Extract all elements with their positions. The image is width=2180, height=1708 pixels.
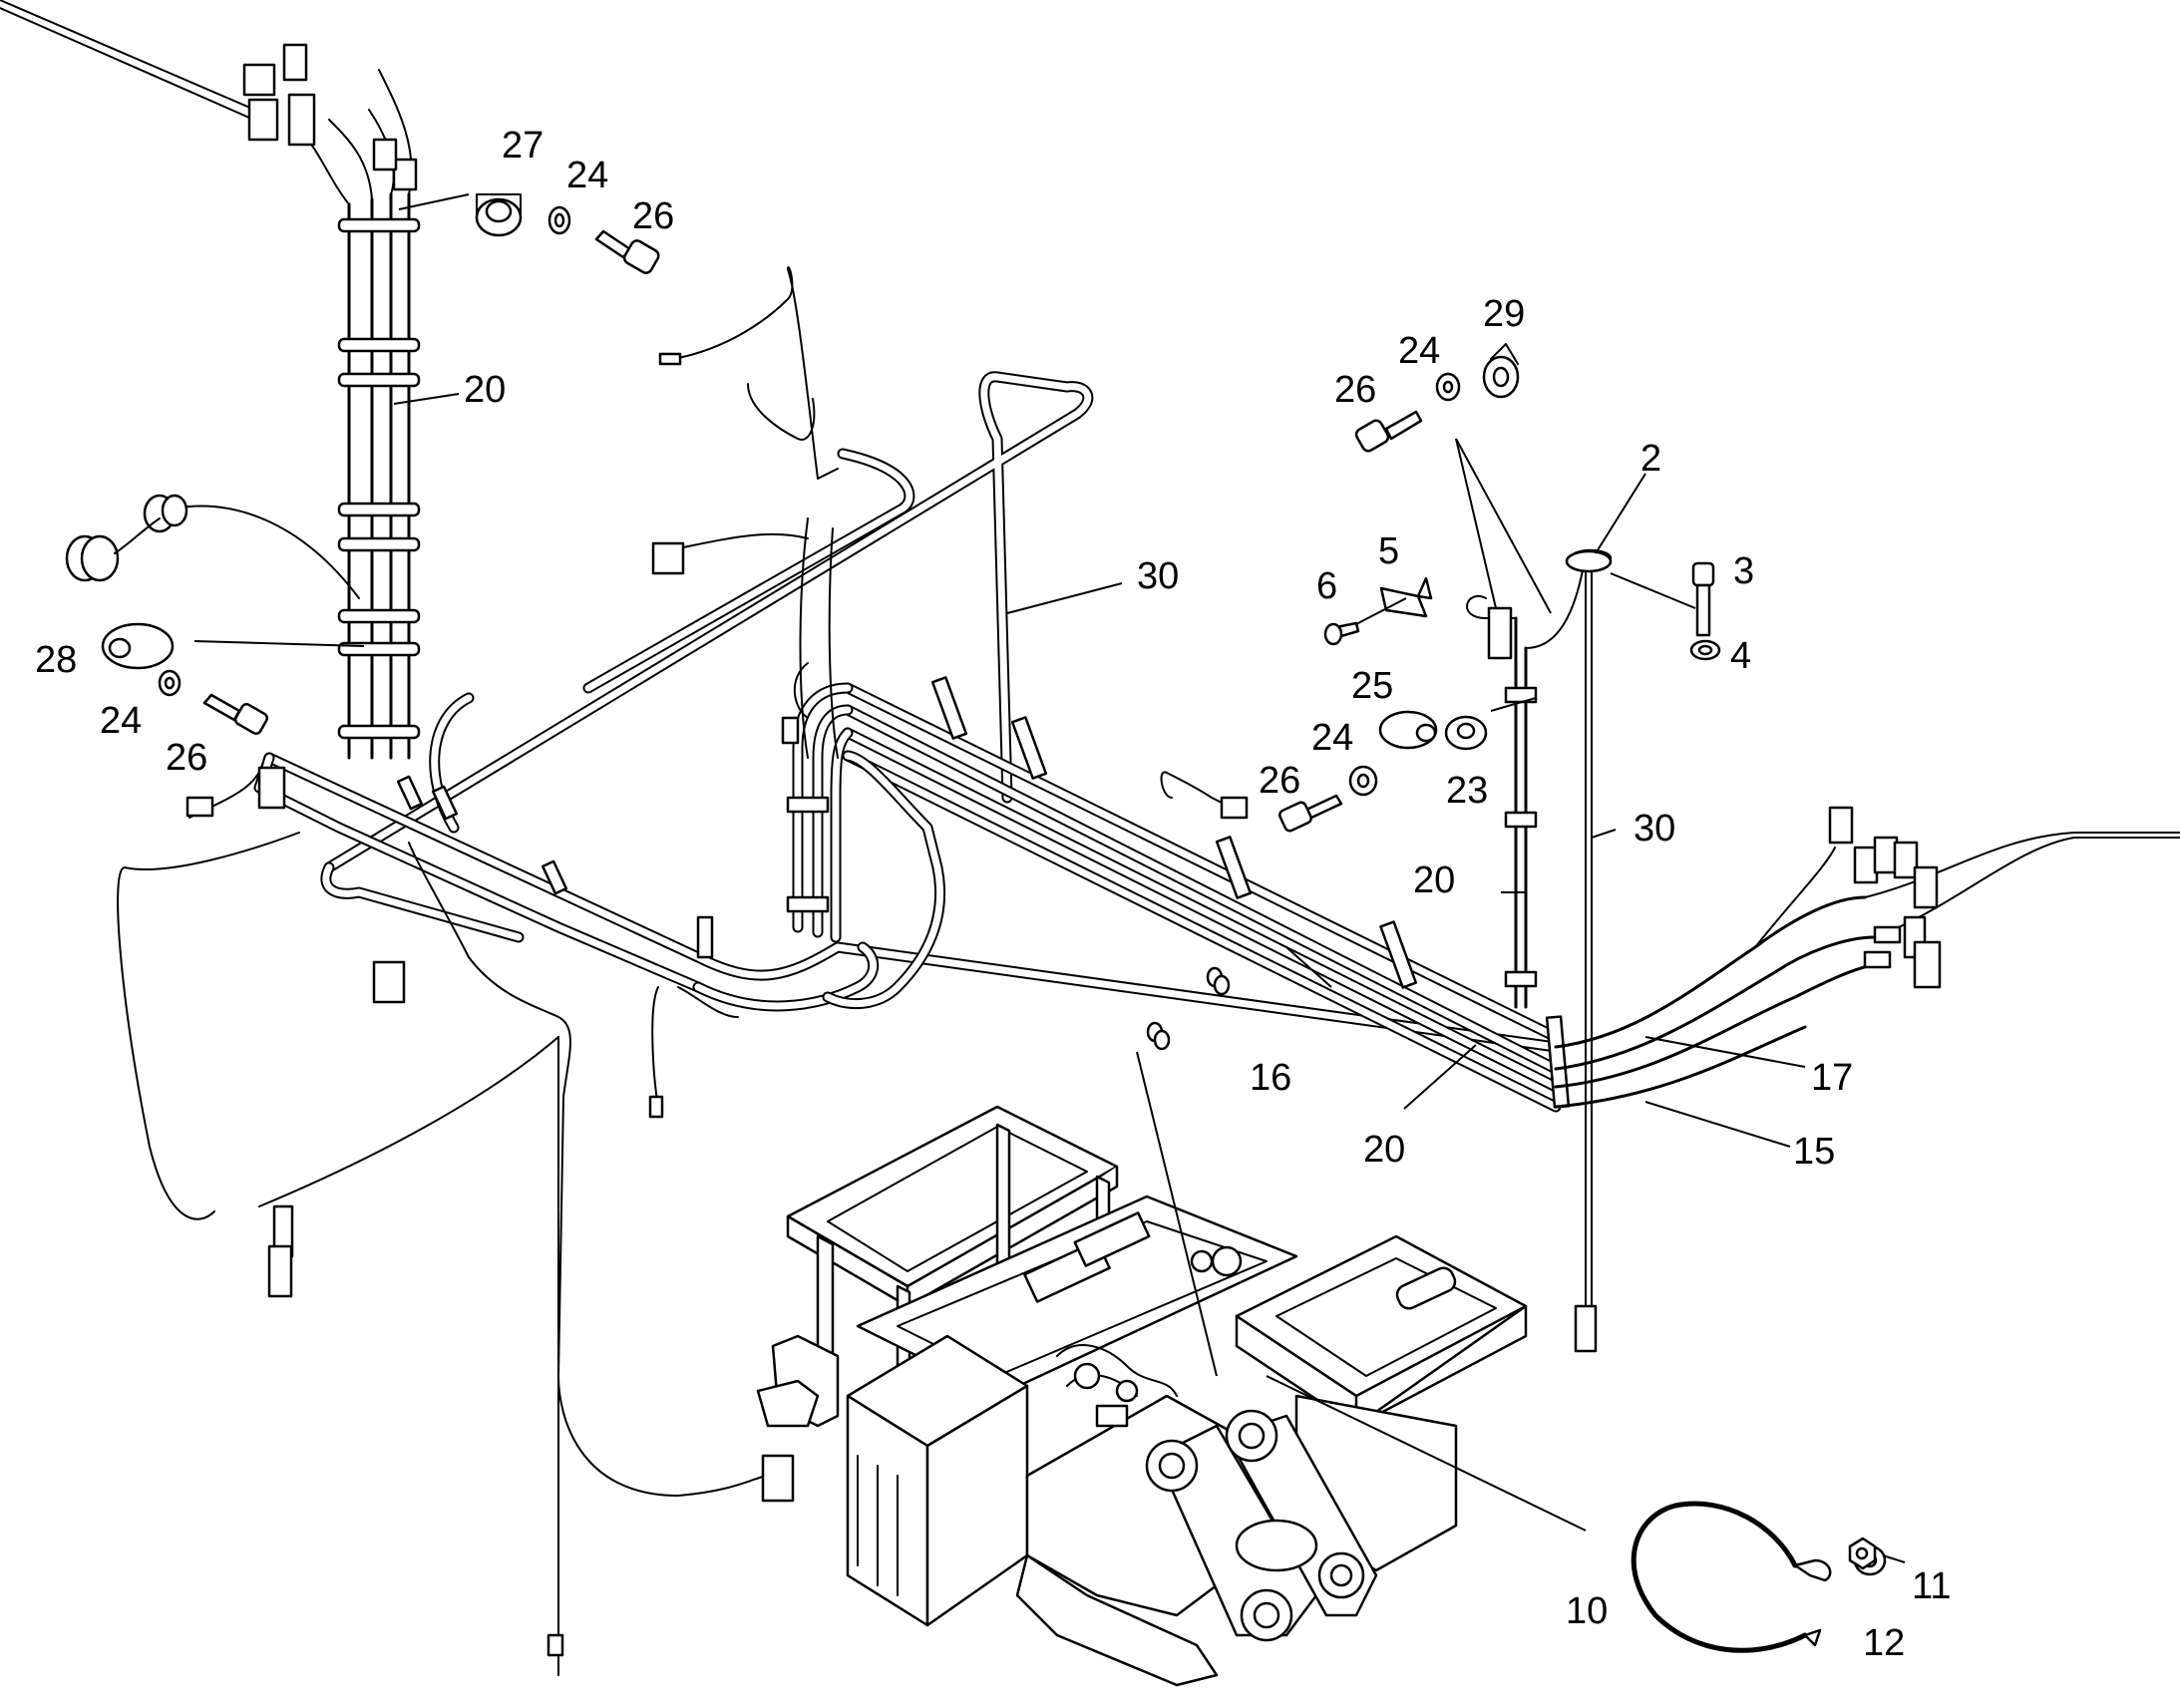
leader-lines — [193, 193, 1906, 1563]
harness-bundle-vertical-left — [0, 0, 421, 760]
callout-28: 28 — [35, 639, 77, 681]
right-connectors — [1828, 806, 1942, 989]
callout-10: 10 — [1566, 1590, 1608, 1632]
hardware-screw-26a — [594, 229, 660, 274]
main-harness-bundle — [253, 676, 1571, 1113]
callout-12: 12 — [1863, 1622, 1905, 1664]
callout-24: 24 — [1398, 330, 1440, 372]
callout-26: 26 — [632, 195, 674, 237]
callout-24: 24 — [100, 700, 142, 742]
callout-16: 16 — [1250, 1057, 1291, 1099]
callout-20: 20 — [1363, 1129, 1405, 1171]
engine-clutter — [1056, 1245, 1243, 1428]
hardware-screw-26d — [1278, 794, 1343, 833]
hardware-screw-26c — [1354, 410, 1423, 453]
ground-strap-10 — [1631, 1501, 1832, 1653]
hardware-screw-6 — [1323, 621, 1360, 646]
callout-5: 5 — [1378, 530, 1399, 572]
callout-26: 26 — [1334, 369, 1376, 411]
top-connectors-left — [242, 43, 418, 191]
hardware-screw-3 — [1691, 561, 1715, 637]
callout-20: 20 — [464, 369, 506, 411]
hardware-screw-26b — [202, 693, 269, 735]
hardware-bracket-5 — [1379, 576, 1433, 618]
hose-assembly-30 — [320, 371, 1094, 943]
hardware-grommet-2 — [1565, 549, 1613, 573]
callout-2: 2 — [1640, 438, 1661, 480]
callout-11: 11 — [1912, 1565, 1951, 1607]
callout-labels: 27 24 26 20 28 24 26 30 29 24 26 2 5 6 3… — [35, 125, 1951, 1664]
callout-17: 17 — [1811, 1057, 1853, 1099]
callout-4: 4 — [1730, 635, 1751, 677]
hardware-washer-24c — [1435, 372, 1461, 402]
harness-vertical-right — [1466, 548, 1613, 1353]
callout-30: 30 — [1137, 555, 1179, 597]
machine-frame — [756, 1105, 1528, 1687]
hardware-clamp-29 — [1482, 343, 1520, 399]
hardware-clamp-28 — [101, 622, 175, 670]
callout-29: 29 — [1483, 293, 1525, 335]
callout-20: 20 — [1413, 859, 1455, 901]
hardware-small-pieces — [1146, 966, 1231, 1051]
callout-27: 27 — [502, 125, 544, 167]
hardware-washer-24a — [547, 205, 571, 235]
hardware-clamp-25 — [1378, 710, 1438, 750]
callout-24: 24 — [1311, 717, 1353, 759]
callout-30: 30 — [1634, 808, 1675, 850]
callout-25: 25 — [1351, 665, 1393, 707]
callout-3: 3 — [1733, 550, 1754, 592]
hardware-washer-4 — [1689, 639, 1721, 661]
callout-6: 6 — [1316, 565, 1337, 607]
bundle-clamps-left — [337, 217, 421, 740]
hardware-clamp-23 — [1444, 715, 1488, 751]
hardware-washer-24b — [158, 669, 182, 697]
callout-15: 15 — [1793, 1131, 1835, 1173]
sensor-cable-left — [65, 494, 360, 599]
callout-26: 26 — [1259, 760, 1300, 802]
hardware-washer-24d — [1348, 765, 1378, 797]
left-dropping-cables — [117, 757, 795, 1676]
callout-26: 26 — [166, 737, 207, 779]
center-cables — [651, 266, 1249, 820]
hardware-clamp-27 — [475, 193, 523, 237]
hardware-nut-11 — [1848, 1537, 1877, 1570]
harness-fanout-right — [1554, 806, 2180, 1109]
callout-23: 23 — [1446, 770, 1488, 812]
callout-24: 24 — [566, 155, 608, 196]
